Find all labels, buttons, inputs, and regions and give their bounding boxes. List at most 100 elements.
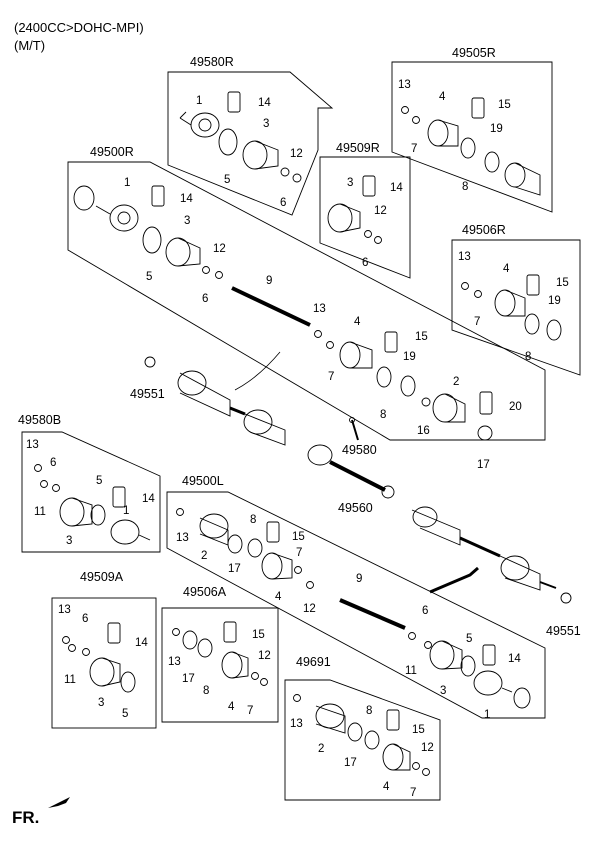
callout-17: 17 [228, 563, 241, 575]
small-clamp [251, 672, 259, 680]
group-label-49691: 49691 [296, 655, 331, 669]
right-drive-shaft-assembly [144, 351, 286, 446]
callout-15: 15 [412, 724, 425, 736]
callout-13: 13 [168, 656, 181, 668]
callout-7: 7 [328, 371, 334, 383]
grease-tube-icon [107, 622, 121, 644]
small-clamp [62, 636, 70, 644]
group-label-49509r: 49509R [336, 141, 380, 155]
small-clamp [364, 230, 372, 238]
group-outline-49509r [319, 156, 411, 279]
callout-17: 17 [182, 673, 195, 685]
callout-2: 2 [318, 743, 324, 755]
callout-17: 17 [477, 459, 490, 471]
callout-13: 13 [458, 251, 471, 263]
callout-9: 9 [356, 573, 362, 585]
ring-49506a [182, 630, 198, 650]
small-clamp [422, 768, 430, 776]
group-label-49509a: 49509A [80, 570, 124, 584]
boot-49580b [59, 497, 93, 527]
callout-14: 14 [135, 637, 148, 649]
outer-cv-joint-49500l [473, 670, 513, 696]
callout-6: 6 [362, 257, 368, 269]
callout-7: 7 [411, 143, 417, 155]
small-clamp [401, 106, 409, 114]
dust-seal-ring [73, 185, 95, 211]
small-clamp [40, 480, 48, 488]
callout-19: 19 [490, 123, 503, 135]
small-clamp [293, 694, 301, 702]
callout-1: 1 [484, 709, 490, 721]
small-clamp [424, 641, 432, 649]
grease-tube-icon [151, 185, 165, 207]
small-clamp [314, 330, 322, 338]
callout-12: 12 [421, 742, 434, 754]
callout-3: 3 [263, 118, 269, 130]
grease-tube-icon [479, 391, 493, 415]
callout-17: 17 [344, 757, 357, 769]
callout-19: 19 [403, 351, 416, 363]
callout-13: 13 [26, 439, 39, 451]
callout-12: 12 [374, 205, 387, 217]
callout-14: 14 [142, 493, 155, 505]
bolt-49580 [349, 417, 359, 441]
callout-15: 15 [498, 99, 511, 111]
callout-5: 5 [96, 475, 102, 487]
callout-1: 1 [196, 95, 202, 107]
inner-boot-49505r [427, 119, 459, 147]
callout-12: 12 [258, 650, 271, 662]
group-label-49505r: 49505R [452, 46, 496, 60]
boot-clamp-ring [120, 671, 136, 693]
group-label-49551-top: 49551 [130, 387, 165, 401]
front-label: FR. [12, 808, 40, 827]
callout-12: 12 [290, 148, 303, 160]
ring-49505r [460, 137, 476, 159]
intermediate-shaft-49560 [307, 444, 395, 499]
callout-2: 2 [201, 550, 207, 562]
boot-clamp-ring [218, 128, 238, 156]
callout-19: 19 [548, 295, 561, 307]
ring-49500l [227, 534, 243, 554]
grease-tube-icon [223, 621, 237, 643]
grease-tube-icon [227, 91, 241, 113]
group-label-49500l: 49500L [182, 474, 224, 488]
callout-3: 3 [347, 177, 353, 189]
callout-13: 13 [176, 532, 189, 544]
group-outline-49509a [51, 597, 157, 729]
callout-2: 2 [453, 376, 459, 388]
ring-49691 [364, 730, 380, 750]
ring-49500r [376, 366, 392, 388]
callout-7: 7 [474, 316, 480, 328]
callout-13: 13 [290, 718, 303, 730]
group-label-49500r: 49500R [90, 145, 134, 159]
small-clamp [461, 282, 469, 290]
group-outline-49500l [166, 491, 546, 719]
engine-spec: (2400CC>DOHC-MPI) [14, 20, 144, 35]
boot-clamp-ring [460, 655, 476, 677]
grease-tube-icon [112, 486, 126, 508]
small-clamp [34, 464, 42, 472]
left-drive-shaft-assembly [411, 506, 572, 604]
inner-boot-49691 [382, 743, 411, 771]
grease-tube-icon [362, 175, 376, 197]
boot-49500l [429, 640, 463, 670]
callout-8: 8 [366, 705, 372, 717]
group-label-49580r: 49580R [190, 55, 234, 69]
grease-tube-icon [526, 274, 540, 296]
inner-boot-49506a [221, 651, 249, 679]
callout-8: 8 [380, 409, 386, 421]
small-clamp [306, 581, 314, 589]
boot-clamp-ring [90, 504, 106, 526]
callout-6: 6 [82, 613, 88, 625]
small-clamp [412, 116, 420, 124]
seal-ring [477, 425, 493, 441]
small-clamp [421, 397, 431, 407]
small-clamp [474, 290, 482, 298]
callout-7: 7 [296, 547, 302, 559]
callout-11: 11 [405, 665, 417, 677]
group-outline-49506r [451, 239, 581, 376]
callout-13: 13 [58, 604, 71, 616]
callout-6: 6 [422, 605, 428, 617]
group-outline-49500r [67, 161, 546, 441]
callout-15: 15 [252, 629, 265, 641]
